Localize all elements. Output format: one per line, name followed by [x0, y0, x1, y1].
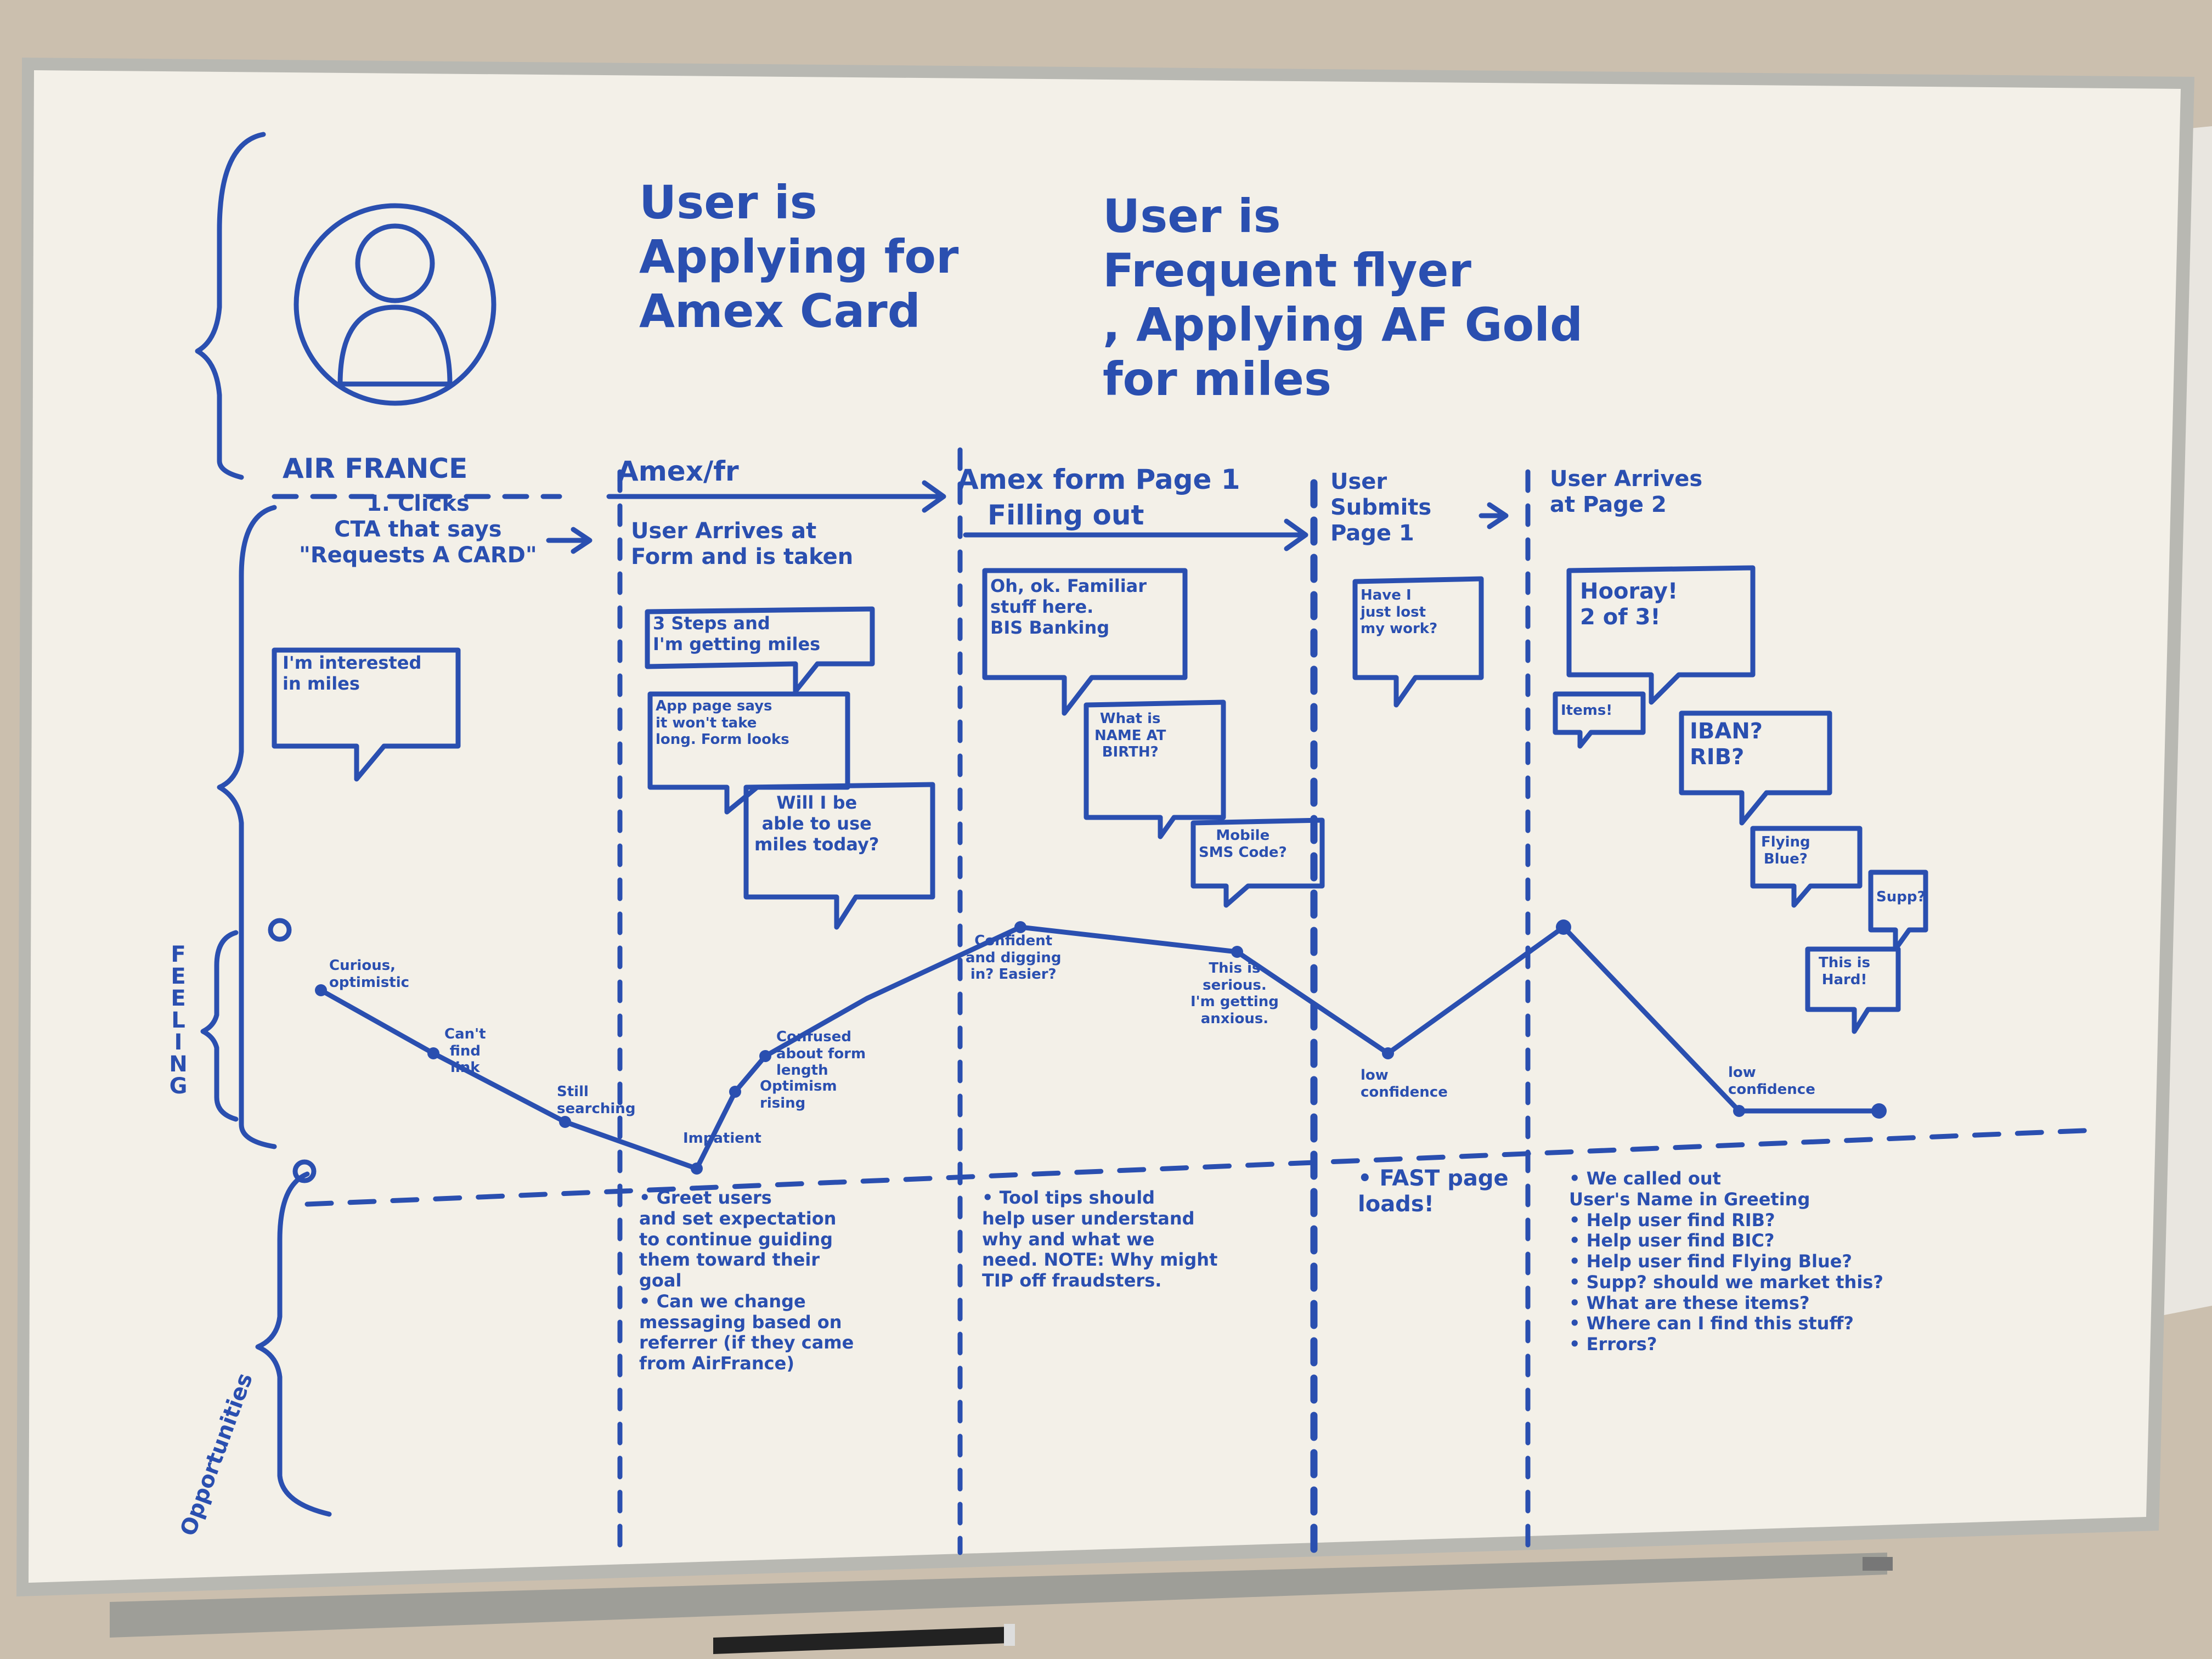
persona-statement-1: User is Applying for Amex Card [639, 176, 959, 338]
feeling-note-8: This is serious. I'm getting anxious. [1190, 960, 1279, 1028]
thought-text-8: Have I just lost my work? [1361, 587, 1438, 637]
thought-text-3: App page says it won't take long. Form l… [656, 698, 789, 748]
feeling-note-7: Confident and digging in? Easier? [966, 933, 1062, 983]
emotion-point [559, 1116, 571, 1128]
opportunities-brace [255, 1171, 332, 1517]
thought-bubble-2 [645, 606, 875, 694]
eraser [1863, 1557, 1893, 1571]
feeling-note-9: low confidence [1361, 1067, 1448, 1101]
feeling-label-text: FEELING [169, 942, 188, 1099]
happy-face-icon [268, 918, 292, 942]
feeling-note-4: Impatient [683, 1130, 761, 1147]
stage-arrow-1 [606, 480, 946, 513]
emotion-point [759, 1050, 771, 1062]
stage-subtitle-1: 1. Clicks CTA that says "Requests A CARD… [299, 491, 537, 568]
thought-text-2: 3 Steps and I'm getting miles [653, 613, 821, 654]
thought-bubble-7 [1190, 817, 1325, 908]
feeling-note-2: Can't find link [444, 1026, 486, 1076]
stage-arrow-0 [546, 527, 592, 554]
opportunity-column-3: • FAST page loads! [1358, 1166, 1509, 1217]
stage-title-4: User Submits Page 1 [1330, 469, 1432, 546]
thought-bubble-10 [1553, 691, 1646, 749]
emotion-point [1556, 919, 1571, 935]
thought-bubble-13 [1868, 870, 1928, 952]
feeling-brace [200, 930, 239, 1122]
feeling-note-10: low confidence [1728, 1064, 1815, 1098]
stage-arrow-2 [963, 518, 1308, 551]
marker-cap [1004, 1624, 1015, 1646]
feeling-label: FEELING [165, 944, 192, 1097]
thought-text-4: Will I be able to use miles today? [754, 792, 879, 855]
thought-bubble-14 [1805, 946, 1901, 1034]
thought-text-7: Mobile SMS Code? [1199, 827, 1287, 861]
emotion-point [1231, 946, 1243, 958]
stage-title-2: Amex/fr [617, 455, 739, 487]
emotion-point [427, 1047, 439, 1059]
opportunity-column-4: • We called out User's Name in Greeting … [1569, 1168, 1883, 1355]
feeling-note-1: Curious, optimistic [329, 957, 410, 991]
emotion-point [1382, 1047, 1394, 1059]
stage-subtitle-2: User Arrives at Form and is taken [631, 518, 854, 570]
thought-bubble-5 [982, 568, 1188, 716]
marker [713, 1627, 1009, 1654]
sad-face-icon [292, 1159, 317, 1183]
stage-title-5: User Arrives at Page 2 [1550, 466, 1703, 518]
thought-text-1: I'm interested in miles [283, 652, 422, 694]
thoughts-brace [217, 505, 277, 1149]
persona-statement-2: User is Frequent flyer , Applying AF Gol… [1103, 189, 1583, 407]
emotion-point [315, 984, 327, 996]
thought-bubble-3 [647, 691, 850, 815]
thought-bubble-6 [1084, 699, 1226, 839]
thought-text-6: What is NAME AT BIRTH? [1094, 710, 1166, 761]
emotion-point [1014, 921, 1026, 933]
marker-tray [110, 1553, 1887, 1638]
opportunity-column-2: • Tool tips should help user understand … [982, 1187, 1218, 1291]
persona-avatar-head [355, 223, 435, 303]
emotion-point [729, 1086, 741, 1098]
thought-text-10: Items! [1561, 702, 1613, 719]
swimlane-divider [304, 1127, 2098, 1207]
persona-brace [195, 132, 266, 480]
stage-arrow-3 [1479, 502, 1509, 529]
stage-title-3: Amex form Page 1 [957, 464, 1240, 495]
feeling-note-6: Confused about form length [776, 1029, 866, 1079]
whiteboard-surface [29, 70, 2181, 1583]
opportunity-column-1: • Greet users and set expectation to con… [639, 1187, 854, 1374]
thought-bubble-1 [272, 647, 461, 782]
feeling-note-5: Optimism rising [760, 1078, 837, 1111]
persona-avatar-ring [294, 203, 496, 406]
thought-text-12: Flying Blue? [1761, 834, 1810, 867]
thought-text-9: Hooray! 2 of 3! [1580, 579, 1678, 630]
thought-bubble-9 [1566, 565, 1756, 705]
thought-text-11: IBAN? RIB? [1690, 719, 1763, 770]
emotion-point [1871, 1103, 1887, 1119]
stage-title-1: AIR FRANCE [283, 453, 468, 484]
thought-bubble-4 [743, 782, 935, 930]
thought-text-5: Oh, ok. Familiar stuff here. BIS Banking [990, 575, 1147, 638]
feeling-note-3: Still searching [557, 1084, 636, 1117]
thought-text-13: Supp? [1876, 889, 1926, 905]
thought-bubble-11 [1679, 710, 1832, 826]
thought-text-14: This is Hard! [1819, 955, 1871, 988]
emotion-point [1733, 1105, 1745, 1117]
emotion-point [691, 1163, 703, 1175]
thought-bubble-12 [1750, 826, 1863, 908]
stage-subtitle-3: Filling out [988, 499, 1144, 531]
thought-bubble-8 [1352, 576, 1484, 708]
persona-avatar-body [337, 304, 453, 387]
